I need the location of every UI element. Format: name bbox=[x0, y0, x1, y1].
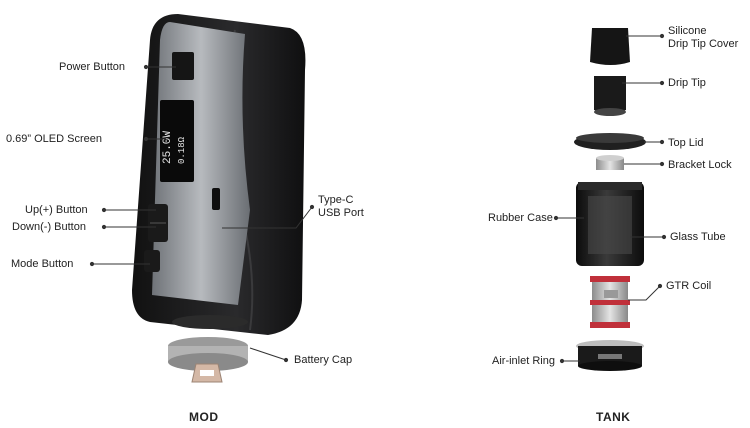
label-rubber-case: Rubber Case bbox=[488, 212, 553, 224]
gtr-coil bbox=[590, 276, 630, 328]
typec-port bbox=[212, 188, 220, 210]
mod-device: 25.0W 0.18Ω bbox=[132, 14, 306, 383]
label-oled-screen: 0.69” OLED Screen bbox=[6, 133, 102, 145]
oled-line-2: 0.18Ω bbox=[177, 136, 187, 164]
label-typec-line1: Type-C bbox=[318, 194, 354, 206]
power-button bbox=[172, 52, 194, 80]
bracket-lock bbox=[596, 158, 624, 170]
air-inlet-ring bbox=[576, 340, 644, 371]
drip-tip bbox=[594, 76, 626, 113]
oled-screen bbox=[160, 100, 194, 182]
mod-title: MOD bbox=[189, 410, 219, 424]
label-down-button: Down(-) Button bbox=[12, 221, 86, 233]
label-top-lid: Top Lid bbox=[668, 137, 704, 149]
label-battery-cap: Battery Cap bbox=[294, 354, 353, 366]
mod-metal-panel bbox=[152, 22, 250, 305]
label-silicone-line1: Silicone bbox=[668, 25, 707, 37]
label-power-button: Power Button bbox=[59, 61, 126, 73]
label-silicone-line2: Drip Tip Cover bbox=[668, 38, 739, 50]
label-glass-tube: Glass Tube bbox=[670, 231, 726, 243]
silicone-cover bbox=[590, 28, 630, 65]
oled-line-1: 25.0W bbox=[162, 131, 174, 164]
battery-cap bbox=[168, 337, 248, 383]
tank-leaders bbox=[553, 33, 667, 364]
tank-device bbox=[574, 28, 646, 371]
label-typec-line2: USB Port bbox=[318, 207, 364, 219]
tank-title: TANK bbox=[596, 410, 631, 424]
mode-button bbox=[144, 250, 160, 272]
mod-leaders bbox=[89, 64, 315, 363]
label-mode-button: Mode Button bbox=[11, 258, 74, 270]
label-air-inlet-ring: Air-inlet Ring bbox=[492, 355, 555, 367]
label-bracket-lock: Bracket Lock bbox=[668, 159, 732, 171]
label-up-button: Up(+) Button bbox=[25, 204, 88, 216]
label-drip-tip: Drip Tip bbox=[668, 77, 706, 89]
label-gtr-coil: GTR Coil bbox=[666, 280, 712, 292]
